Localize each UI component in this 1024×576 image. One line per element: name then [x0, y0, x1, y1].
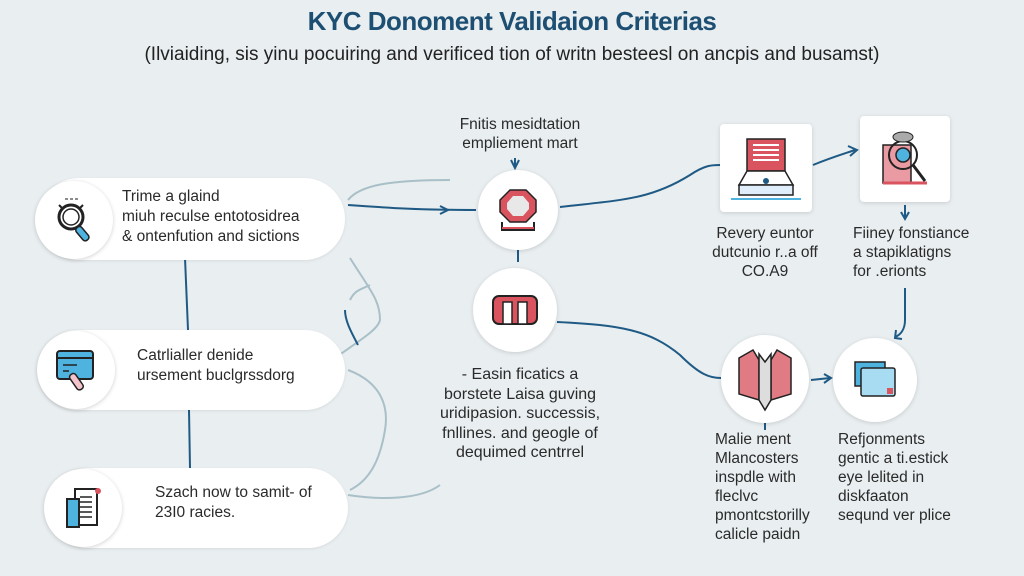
text-line: for .erionts — [853, 263, 927, 280]
text-line: dutcunio r..a off — [712, 244, 818, 261]
text-line: borstete Laisa guving — [443, 385, 597, 403]
text-line: CO.A9 — [741, 263, 789, 280]
text-line: gentic a ti.estick — [838, 450, 949, 467]
text-line: 23I0 racies. — [155, 504, 236, 521]
text-line: pmontcstorilly — [715, 507, 810, 524]
left-step-2-text: Catrlialler denide ursement buclgrssdorg — [137, 346, 295, 386]
text-line: fleclvc — [715, 488, 759, 505]
text-line: seqund ver plice — [838, 507, 951, 524]
text-line: dequimed centrrel — [455, 444, 585, 461]
text-line: empliement mart — [462, 135, 578, 152]
text-line: - Easin ficatics a — [461, 366, 579, 383]
page-subtitle: (Ilviaiding, sis yinu pocuiring and veri… — [144, 44, 880, 65]
text-line: Szach now to samit- of — [155, 484, 312, 501]
text-line: fnllines. and geogle of — [442, 424, 598, 442]
text-line: Revery euntor — [716, 225, 814, 242]
text-line: Refjonments — [838, 431, 926, 448]
left-step-3-text: Szach now to samit- of 23I0 racies. — [155, 483, 312, 523]
text-line: ursement buclgrssdorg — [137, 367, 295, 384]
text-line: eye lelited in — [838, 469, 925, 486]
document-stack-icon — [44, 469, 122, 547]
badge-node — [473, 268, 557, 352]
text-line: Fiiney fonstiance — [853, 225, 970, 242]
text-line: diskfaaton — [838, 488, 909, 505]
text-line: uridipasion. successis, — [439, 405, 601, 422]
text-line: miuh reculse entotosidrea — [122, 208, 300, 225]
center-top-label: Fnitis mesidtation empliement mart — [420, 115, 620, 153]
identity-check-box — [860, 116, 950, 202]
text-line: Trime a glaind — [122, 188, 220, 205]
faint-connectors — [324, 179, 451, 499]
scanner-label: Revery euntor dutcunio r..a off CO.A9 — [695, 224, 835, 281]
identity-check-label: Fiiney fonstiance a stapiklatigns for .e… — [853, 224, 969, 281]
main-connectors — [184, 145, 910, 469]
magnifier-icon — [35, 181, 113, 259]
folder-review-node — [721, 335, 809, 423]
text-line: calicle paidn — [715, 526, 801, 543]
text-line: Mlancosters — [715, 450, 799, 467]
folder-review-label: Malie ment Mlancosters inspdle with flec… — [715, 430, 810, 544]
text-line: Catrlialler denide — [137, 347, 254, 364]
verification-node — [478, 170, 558, 250]
browser-click-icon — [37, 331, 115, 409]
text-line: Malie ment — [715, 431, 791, 448]
text-line: Fnitis mesidtation — [459, 116, 581, 133]
text-line: & ontenfution and sictions — [122, 228, 300, 245]
page-title: KYC Donoment Validaion Criterias — [307, 6, 717, 36]
text-line: a stapiklatigns — [853, 244, 952, 261]
text-line: inspdle with — [715, 469, 796, 486]
scanner-box — [720, 124, 812, 212]
document-folder-label: Refjonments gentic a ti.estick eye lelit… — [838, 430, 951, 525]
left-step-1-text: Trime a glaind miuh reculse entotosidrea… — [122, 187, 300, 247]
document-folder-node — [833, 338, 917, 422]
center-bottom-label: - Easin ficatics a borstete Laisa guving… — [410, 365, 630, 463]
